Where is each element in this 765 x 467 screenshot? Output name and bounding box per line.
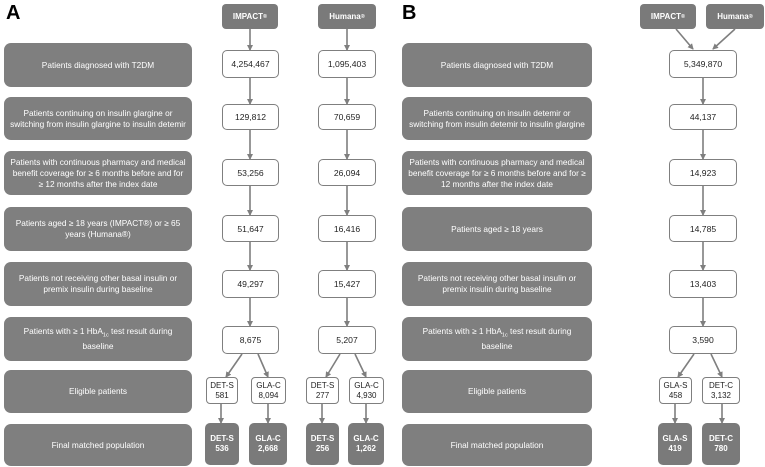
panel-a-letter: A: [6, 2, 21, 24]
step-label-continuing: Patients continuing on insulin glargine …: [4, 97, 192, 140]
reg-mark: ®: [263, 13, 268, 20]
humana-count-diagnosed: 1,095,403: [318, 50, 376, 78]
impact-count-coverage: 53,256: [222, 159, 279, 186]
combined-count-coverage: 14,923: [669, 159, 737, 186]
step-label-b-eligible: Eligible patients: [402, 370, 592, 413]
step-label-b-coverage: Patients with continuous pharmacy and me…: [402, 151, 592, 195]
reg-mark: ®: [748, 13, 753, 20]
step-label-b-continuing: Patients continuing on insulin detemir o…: [402, 97, 592, 140]
step-label-diagnosed: Patients diagnosed with T2DM: [4, 43, 192, 87]
impact-count-continuing: 129,812: [222, 104, 279, 130]
source-humana-a-name: Humana: [329, 12, 361, 21]
step-label-hba1c: Patients with ≥ 1 HbA1c test result duri…: [4, 317, 192, 361]
humana-count-no-other-insulin: 15,427: [318, 270, 376, 298]
source-humana-a: Humana®: [318, 4, 376, 29]
reg-mark: ®: [360, 13, 365, 20]
combined-count-hba1c: 3,590: [669, 326, 737, 354]
source-humana-b: Humana®: [706, 4, 764, 29]
humana-count-age: 16,416: [318, 215, 376, 242]
source-impact-b-name: IMPACT: [650, 12, 681, 21]
impact-count-hba1c: 8,675: [222, 326, 279, 354]
impact-count-diagnosed: 4,254,467: [222, 50, 279, 78]
humana-count-coverage: 26,094: [318, 159, 376, 186]
step-label-age: Patients aged ≥ 18 years (IMPACT®) or ≥ …: [4, 207, 192, 251]
step-label-b-final: Final matched population: [402, 424, 592, 466]
step-label-b-no-other-insulin: Patients not receiving other basal insul…: [402, 262, 592, 306]
hba1c-text: Patients with ≥ 1 HbA1c test result duri…: [23, 325, 173, 352]
combined-count-continuing: 44,137: [669, 104, 737, 130]
combined-count-diagnosed: 5,349,870: [669, 50, 737, 78]
step-label-eligible: Eligible patients: [4, 370, 192, 413]
step-label-b-age: Patients aged ≥ 18 years: [402, 207, 592, 251]
step-label-b-hba1c: Patients with ≥ 1 HbA1c test result duri…: [402, 317, 592, 361]
hba1c-text-b: Patients with ≥ 1 HbA1c test result duri…: [422, 325, 572, 352]
source-impact-a-name: IMPACT: [232, 12, 263, 21]
source-humana-b-name: Humana: [717, 12, 749, 21]
step-label-coverage: Patients with continuous pharmacy and me…: [4, 151, 192, 195]
humana-count-continuing: 70,659: [318, 104, 376, 130]
combined-count-no-other-insulin: 13,403: [669, 270, 737, 298]
combined-count-age: 14,785: [669, 215, 737, 242]
source-impact-a: IMPACT®: [222, 4, 278, 29]
step-label-b-diagnosed: Patients diagnosed with T2DM: [402, 43, 592, 87]
panel-b-letter: B: [402, 2, 417, 24]
impact-count-age: 51,647: [222, 215, 279, 242]
impact-count-no-other-insulin: 49,297: [222, 270, 279, 298]
reg-mark: ®: [681, 13, 686, 20]
step-label-no-other-insulin: Patients not receiving other basal insul…: [4, 262, 192, 306]
step-label-final: Final matched population: [4, 424, 192, 466]
humana-count-hba1c: 5,207: [318, 326, 376, 354]
source-impact-b: IMPACT®: [640, 4, 696, 29]
